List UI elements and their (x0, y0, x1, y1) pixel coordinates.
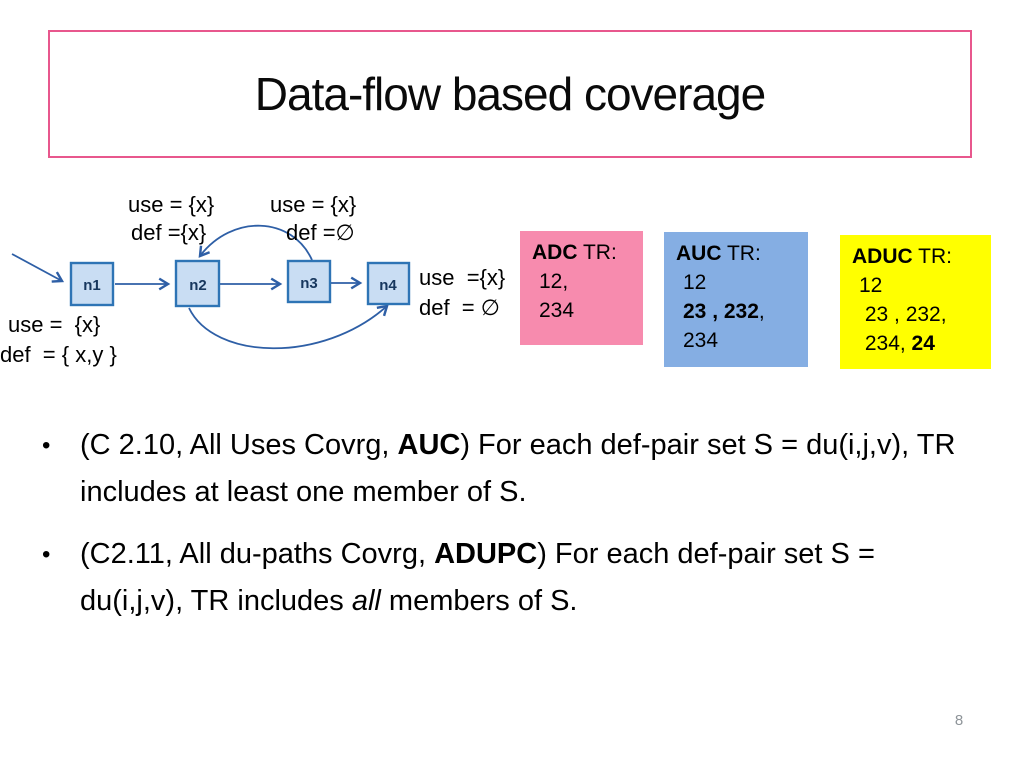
usedef-label-n2-use: use = {x} (128, 192, 215, 217)
bullet-text-auc: (C 2.10, All Uses Covrg, AUC) For each d… (80, 429, 956, 508)
tr-box-auc-header: AUC TR: (676, 242, 761, 265)
node-n2-label: n2 (189, 277, 207, 294)
usedef-label-n1-use: use = {x} (8, 312, 101, 337)
tr-box-auc-line: 12 (683, 271, 707, 294)
node-n2: n2 (174, 259, 221, 308)
bullet-item: • (C 2.10, All Uses Covrg, AUC) For each… (42, 422, 956, 516)
page-number: 8 (954, 712, 964, 729)
tr-box-aduc-line: 12 (859, 274, 883, 297)
slide-title: Data-flow based coverage (254, 68, 766, 120)
bullet-glyph: • (42, 432, 51, 459)
tr-box-auc-line: 234 (683, 329, 719, 352)
usedef-label-n1-def: def = { x,y } (0, 342, 117, 367)
usedef-label-n2-def: def ={x} (131, 220, 207, 245)
edge-n3-n2-back (198, 224, 313, 261)
usedef-label-n4-def: def = ∅ (419, 295, 500, 320)
usedef-label-n3-def: def =∅ (286, 220, 355, 245)
entry-arrow (11, 253, 65, 283)
tr-box-adc: ADC TR: 12, 234 (520, 231, 643, 345)
tr-box-aduc-line: 234, 24 (859, 332, 935, 355)
bullet-text-adupc: (C2.11, All du-paths Covrg, ADUPC) For e… (80, 538, 875, 617)
node-n3-label: n3 (300, 275, 318, 292)
tr-box-aduc: ADUC TR: 12 23 , 232, 234, 24 (840, 235, 991, 369)
usedef-label-n3-use: use = {x} (270, 192, 357, 217)
tr-box-adc-line: 12, (539, 270, 569, 293)
tr-box-auc: AUC TR: 12 23 , 232, 234 (664, 232, 808, 367)
node-n4: n4 (366, 261, 411, 306)
title-box: Data-flow based coverage (48, 30, 972, 158)
tr-box-aduc-header: ADUC TR: (852, 245, 952, 268)
flow-graph: n1 n2 n3 n4 (11, 224, 411, 350)
node-n4-label: n4 (379, 277, 397, 294)
usedef-label-n4-use: use ={x} (419, 265, 506, 290)
tr-box-auc-line: 23 , 232, (683, 300, 765, 323)
tr-box-aduc-line: 23 , 232, (859, 303, 947, 326)
tr-box-adc-header: ADC TR: (532, 241, 617, 264)
bullet-glyph: • (42, 541, 51, 568)
tr-box-adc-line: 234 (539, 299, 575, 322)
node-n1: n1 (69, 261, 115, 307)
node-n1-label: n1 (83, 277, 101, 294)
bullet-item: • (C2.11, All du-paths Covrg, ADUPC) For… (42, 531, 956, 625)
node-n3: n3 (286, 259, 332, 304)
bullet-list: • (C 2.10, All Uses Covrg, AUC) For each… (42, 422, 956, 640)
edge-n2-n4-skip (188, 304, 389, 350)
